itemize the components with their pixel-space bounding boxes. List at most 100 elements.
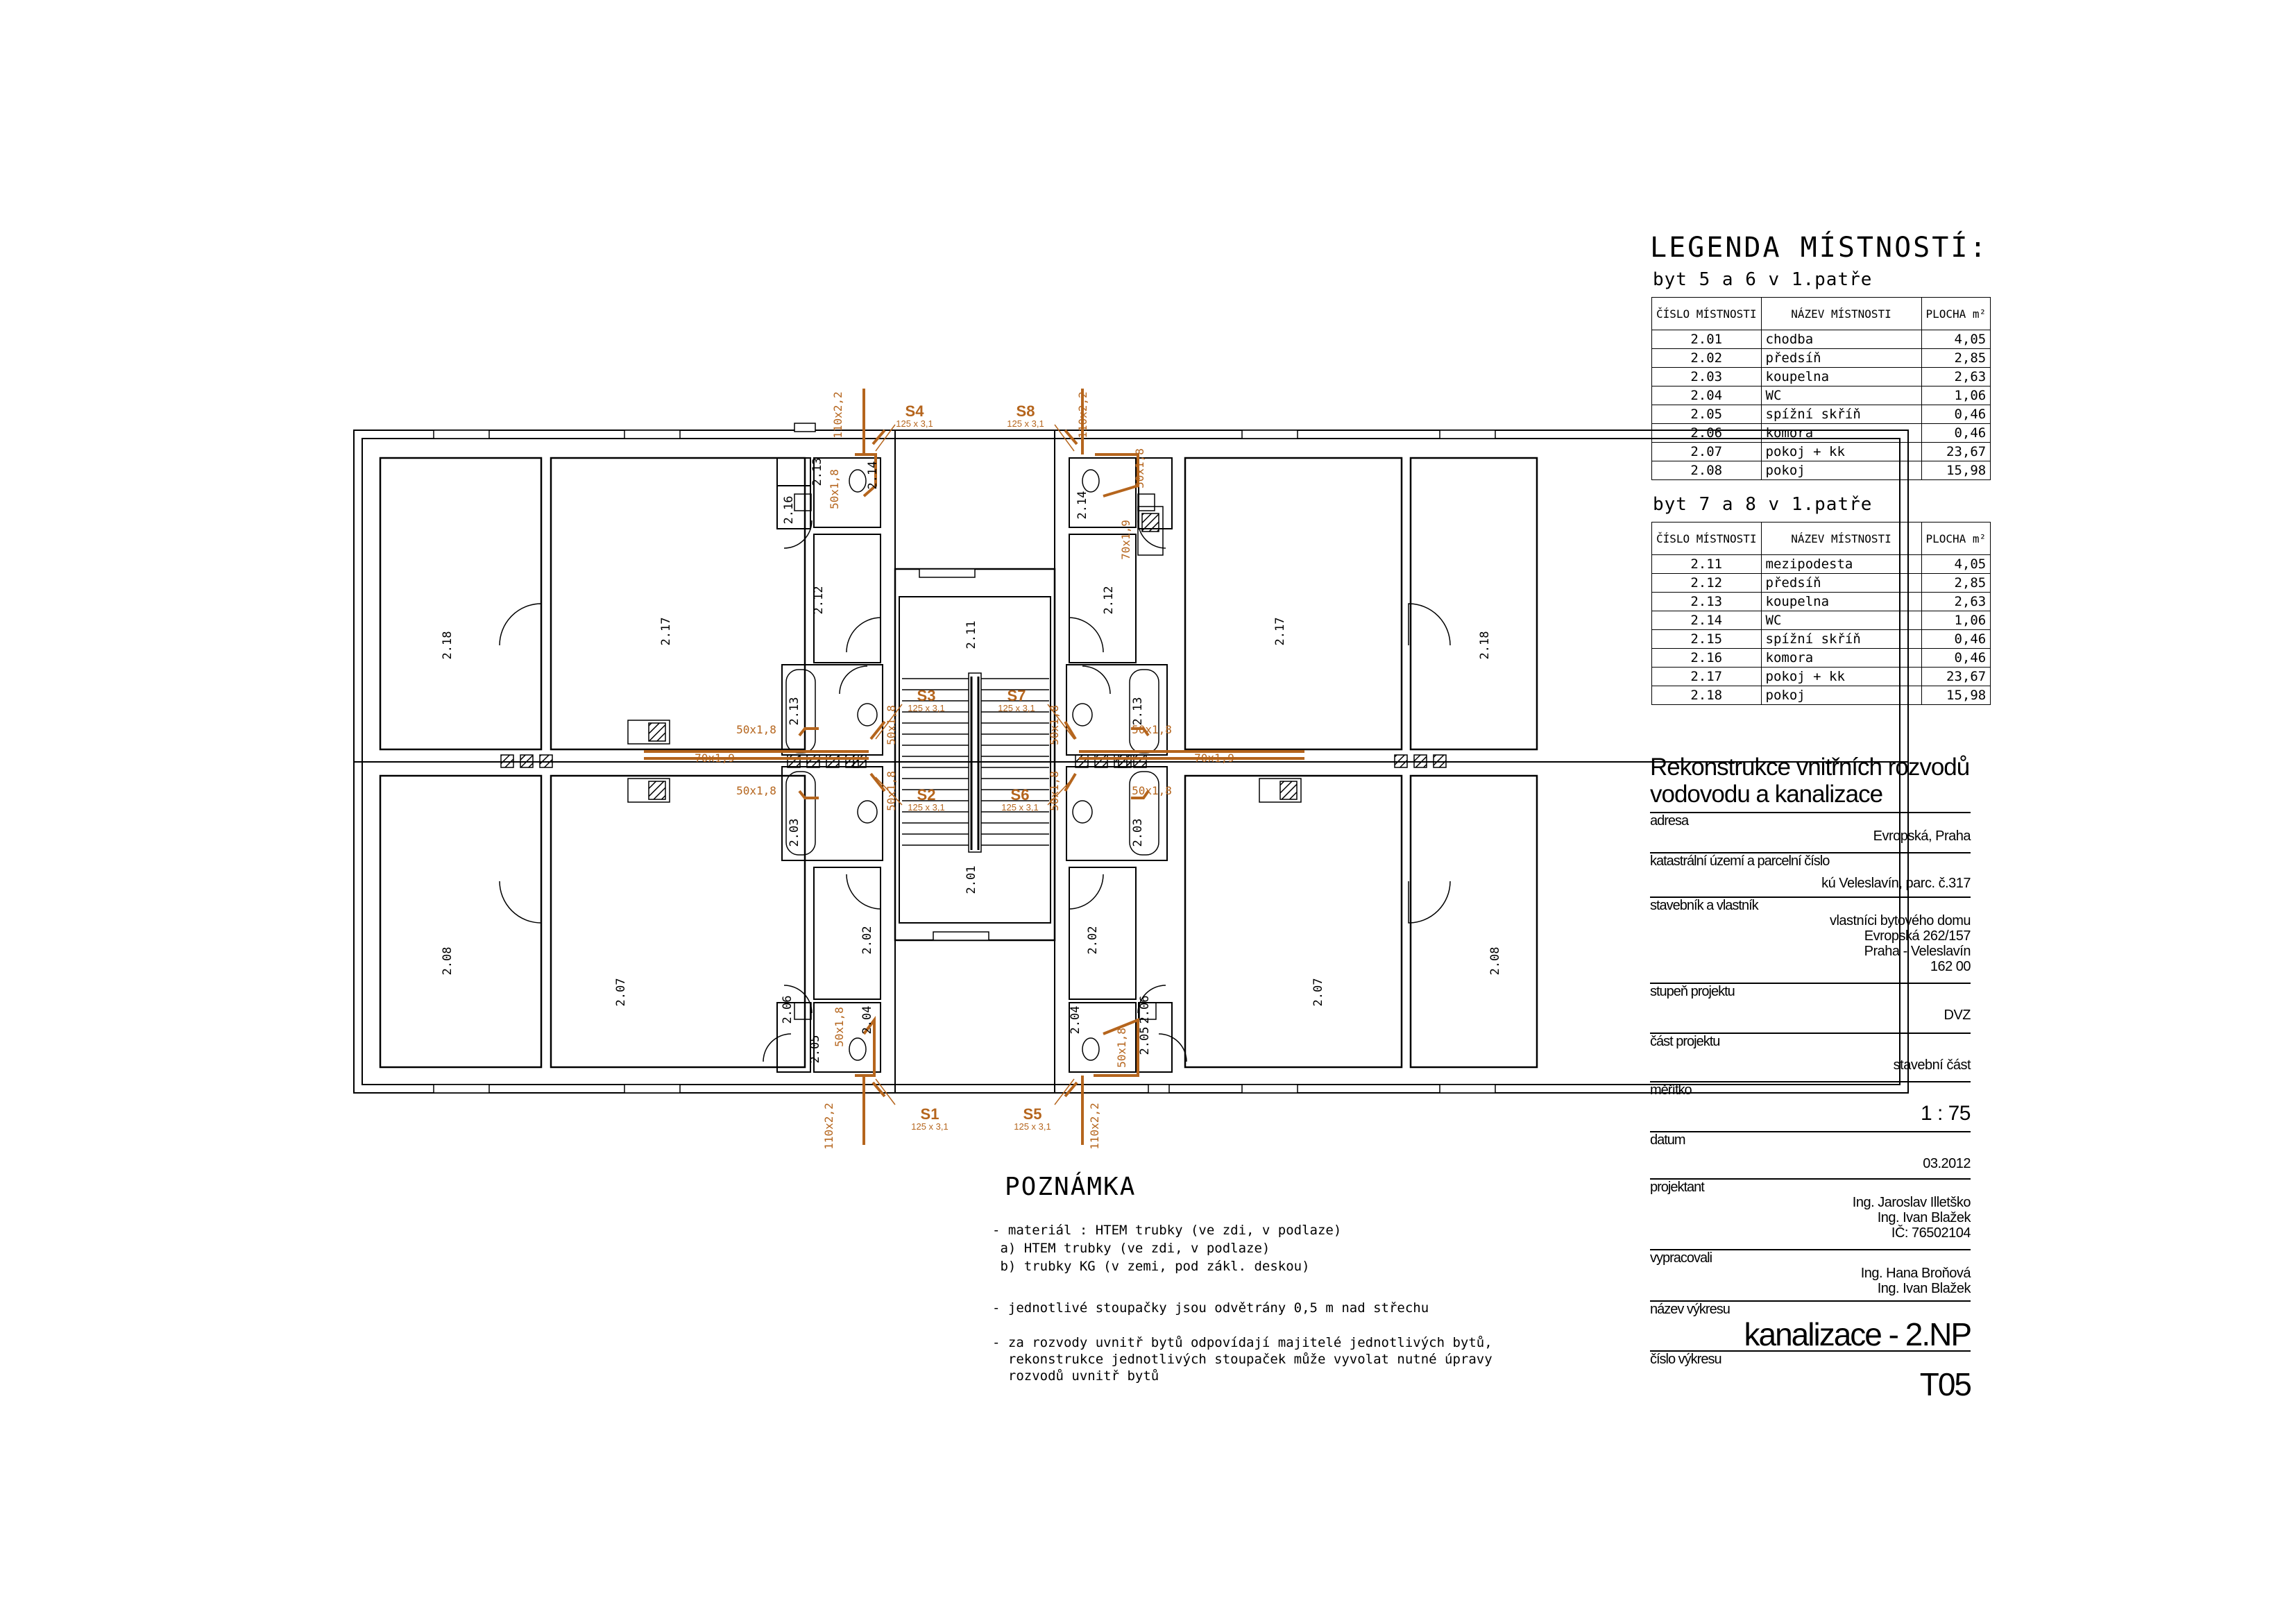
room-name: WC [1760, 611, 1922, 630]
wall-marker [1413, 754, 1427, 768]
room-number: 2.08 [1651, 461, 1762, 480]
stack-id: S7 [1007, 687, 1026, 704]
scale-value: 1 : 75 [1920, 1102, 1971, 1125]
room-number-label: 2.14 [1075, 491, 1089, 520]
stack-size: 125 x 3,1 [908, 703, 945, 713]
room-number-label: 2.13 [810, 458, 824, 486]
room-name: WC [1760, 386, 1922, 405]
designer-label: projektant [1650, 1180, 1705, 1195]
room-area: 1,06 [1921, 386, 1991, 405]
room-name: chodba [1760, 330, 1922, 349]
note-line: b) trubky KG (v zemi, pod zákl. deskou) [992, 1259, 1310, 1274]
room-number-label: 2.18 [1478, 631, 1492, 660]
wall-marker [826, 754, 840, 768]
room-number-label: 2.17 [659, 618, 673, 646]
owner-line: vlastníci bytového domu [1829, 913, 1971, 928]
pipe-dimension-label: 50x1,8 [1133, 448, 1146, 488]
room-number: 2.07 [1651, 442, 1762, 461]
toilet-icon [849, 469, 867, 493]
bathtub-icon [1129, 771, 1159, 856]
legend-title: LEGENDA MÍSTNOSTÍ: [1650, 232, 1989, 264]
stack-id: S8 [1017, 402, 1035, 420]
room-name: koupelna [1760, 592, 1922, 611]
note-line: - jednotlivé stoupačky jsou odvětrány 0,… [992, 1300, 1429, 1316]
room-number-label: 2.08 [441, 947, 454, 976]
room-name: předsíň [1760, 573, 1922, 593]
staircase [902, 672, 1049, 853]
stack-id: S3 [917, 687, 936, 704]
room-number-label: 2.11 [964, 621, 978, 649]
pipe-dimension-label: 50x1,8 [1048, 771, 1061, 811]
pipe-dimension-label: 110x2,2 [1088, 1103, 1101, 1149]
room-number-label: 2.02 [1086, 926, 1100, 955]
room-number: 2.17 [1651, 667, 1762, 686]
note-line: - materiál : HTEM trubky (ve zdi, v podl… [992, 1223, 1342, 1238]
stack-size: 125 x 3,1 [1001, 802, 1039, 813]
legend-group-title: byt 7 a 8 v 1.patře [1653, 494, 1873, 515]
room-area: 0,46 [1921, 405, 1991, 424]
header-area: PLOCHA m² [1921, 297, 1991, 330]
pipe-dimension-label: 50x1,8 [885, 705, 898, 745]
room-area: 15,98 [1921, 686, 1991, 705]
room-number-label: 2.04 [1069, 1006, 1082, 1035]
part-value: stavební část [1893, 1057, 1971, 1073]
room-number-label: 2.12 [812, 586, 826, 615]
room-area: 0,46 [1921, 648, 1991, 668]
room-area: 1,06 [1921, 611, 1991, 630]
doors [499, 520, 1451, 1062]
room-name: předsíň [1760, 348, 1922, 368]
room-number: 2.16 [1651, 648, 1762, 668]
title-block: Rekonstrukce vnitřních rozvodů vodovodu … [1650, 754, 1973, 1402]
wall-markers [500, 754, 1447, 768]
room-number: 2.18 [1651, 686, 1762, 705]
room-name: komora [1760, 648, 1922, 668]
room-name: mezipodesta [1760, 554, 1922, 574]
room-area: 2,63 [1921, 592, 1991, 611]
stage-label: stupeň projektu [1650, 984, 1735, 999]
owner-label: stavebník a vlastník [1650, 898, 1759, 913]
pipe-dimension-label: 70x1,9 [695, 751, 735, 765]
designer-line: IČ: 76502104 [1891, 1225, 1971, 1241]
drawing-name: kanalizace - 2.NP [1744, 1316, 1973, 1352]
room-number-label: 2.17 [1273, 618, 1287, 646]
room-number: 2.14 [1651, 611, 1762, 630]
room-name: pokoj [1760, 686, 1922, 705]
owner-line: Evropská 262/157 [1864, 928, 1971, 944]
wall-marker [1433, 754, 1447, 768]
room-number: 2.06 [1651, 423, 1762, 443]
toilet-icon [1082, 469, 1100, 493]
wall-marker [1094, 754, 1108, 768]
pipe-dimension-label: 50x1,8 [833, 1007, 846, 1047]
header-name: NÁZEV MÍSTNOSTI [1760, 522, 1922, 555]
room-number: 2.04 [1651, 386, 1762, 405]
kitchen-sink-icon [627, 720, 670, 745]
room-area: 0,46 [1921, 629, 1991, 649]
pipe-dimension-label: 110x2,2 [822, 1103, 835, 1149]
wall-marker [787, 754, 801, 768]
room-area: 23,67 [1921, 442, 1991, 461]
pipe-dimension-label: 50x1,8 [1115, 1028, 1128, 1068]
wall-marker [806, 754, 820, 768]
wall-marker [1075, 754, 1089, 768]
room-number-label: 2.18 [441, 631, 454, 660]
room-number-label: 2.02 [860, 926, 874, 955]
toilet-icon [849, 1037, 867, 1061]
date-label: datum [1650, 1132, 1686, 1148]
project-heading: Rekonstrukce vnitřních rozvodů vodovodu … [1650, 754, 1971, 813]
cadastre-value: kú Veleslavín, parc. č.317 [1821, 876, 1971, 891]
windows [433, 423, 1496, 1094]
pipe-dimension-label: 50x1,8 [828, 469, 841, 509]
room-number: 2.01 [1651, 330, 1762, 349]
wall-marker [853, 754, 867, 768]
